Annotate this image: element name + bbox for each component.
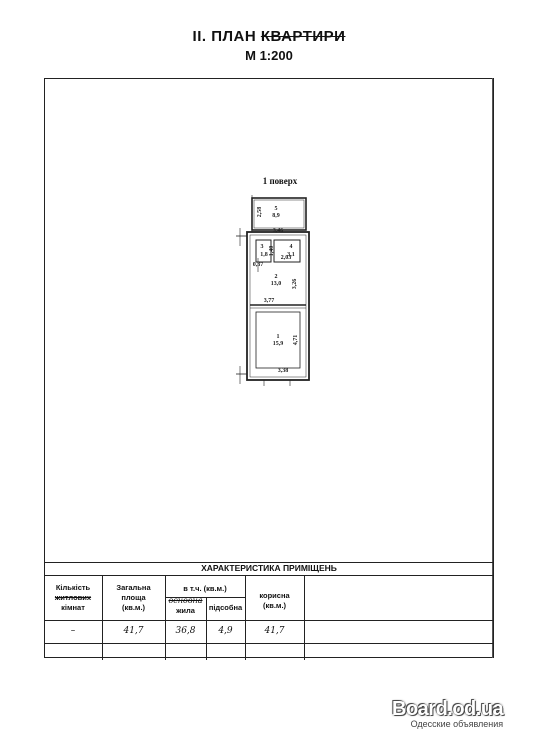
header-total-area: Загальна площа (кв.м.) xyxy=(116,583,151,612)
frame-edge-line xyxy=(492,78,493,658)
table-line xyxy=(304,575,305,660)
value-useful: 41,7 xyxy=(264,626,285,636)
header-including: в т.ч. (кв.м.) xyxy=(183,584,227,593)
value-rooms: – xyxy=(70,626,76,636)
room-5-area: 8,9 xyxy=(272,213,280,219)
table-line xyxy=(44,620,494,621)
header-auxiliary: підсобна xyxy=(208,603,243,612)
table-line xyxy=(44,643,494,644)
header-useful: корисна (кв.м.) xyxy=(259,591,290,610)
table-title: ХАРАКТЕРИСТИКА ПРИМІЩЕНЬ xyxy=(201,563,337,573)
floor-label: 1 поверх xyxy=(262,176,298,186)
dim-2-58: 2,58 xyxy=(257,207,263,218)
site-watermark: Board.od.ua Одесские объявления xyxy=(392,698,504,729)
value-total-area: 41,7 xyxy=(123,626,144,636)
room-1-area: 15,9 xyxy=(273,341,284,347)
table-line xyxy=(165,597,245,598)
room-3-number: 3 xyxy=(261,244,264,250)
room-3-outline xyxy=(255,239,272,263)
title-prefix: II. ПЛАН xyxy=(192,28,261,45)
room-3-area: 1,8 xyxy=(260,252,268,258)
table-line xyxy=(245,575,246,660)
room-1-outline xyxy=(255,311,301,369)
header-living: жила xyxy=(176,606,195,615)
room-4-outline xyxy=(273,239,301,263)
room-4-area: 3,1 xyxy=(287,252,295,258)
dim-3-46: 3,46 xyxy=(273,228,284,234)
table-line xyxy=(165,575,166,660)
dim-3-38: 3,38 xyxy=(278,368,289,374)
plan-title: II. ПЛАН КВАРТИРИ xyxy=(0,28,538,45)
dim-1-40: 1,40 xyxy=(269,246,275,257)
room-2-number: 2 xyxy=(275,274,278,280)
value-auxiliary: 4,9 xyxy=(218,626,233,636)
room-4-number: 4 xyxy=(290,244,293,250)
plan-scale: М 1:200 xyxy=(245,48,293,63)
room-5-number: 5 xyxy=(275,206,278,212)
table-line xyxy=(44,575,494,576)
header-rooms: Кількість житлових кімнат xyxy=(54,583,92,612)
dim-2-03: 2,03 xyxy=(281,255,292,261)
value-living: 36,8 xyxy=(175,626,196,636)
header-main-handwritten: основна xyxy=(168,596,203,605)
table-top-line xyxy=(44,562,494,563)
dim-0-37: 0,37 xyxy=(253,262,264,268)
title-struck-word: КВАРТИРИ xyxy=(260,28,346,45)
room-1-number: 1 xyxy=(277,334,280,340)
watermark-subtitle: Одесские объявления xyxy=(410,719,504,729)
dim-3-77: 3,77 xyxy=(264,298,275,304)
room-2-area: 13,0 xyxy=(271,281,282,287)
drawing-frame xyxy=(44,78,494,658)
table-line xyxy=(102,575,103,660)
table-line xyxy=(206,597,207,660)
dim-4-71: 4,71 xyxy=(293,335,299,346)
dim-3-26: 3,26 xyxy=(292,279,298,290)
apartment-outline xyxy=(246,231,310,381)
watermark-logo: Board.od.ua xyxy=(392,698,504,720)
